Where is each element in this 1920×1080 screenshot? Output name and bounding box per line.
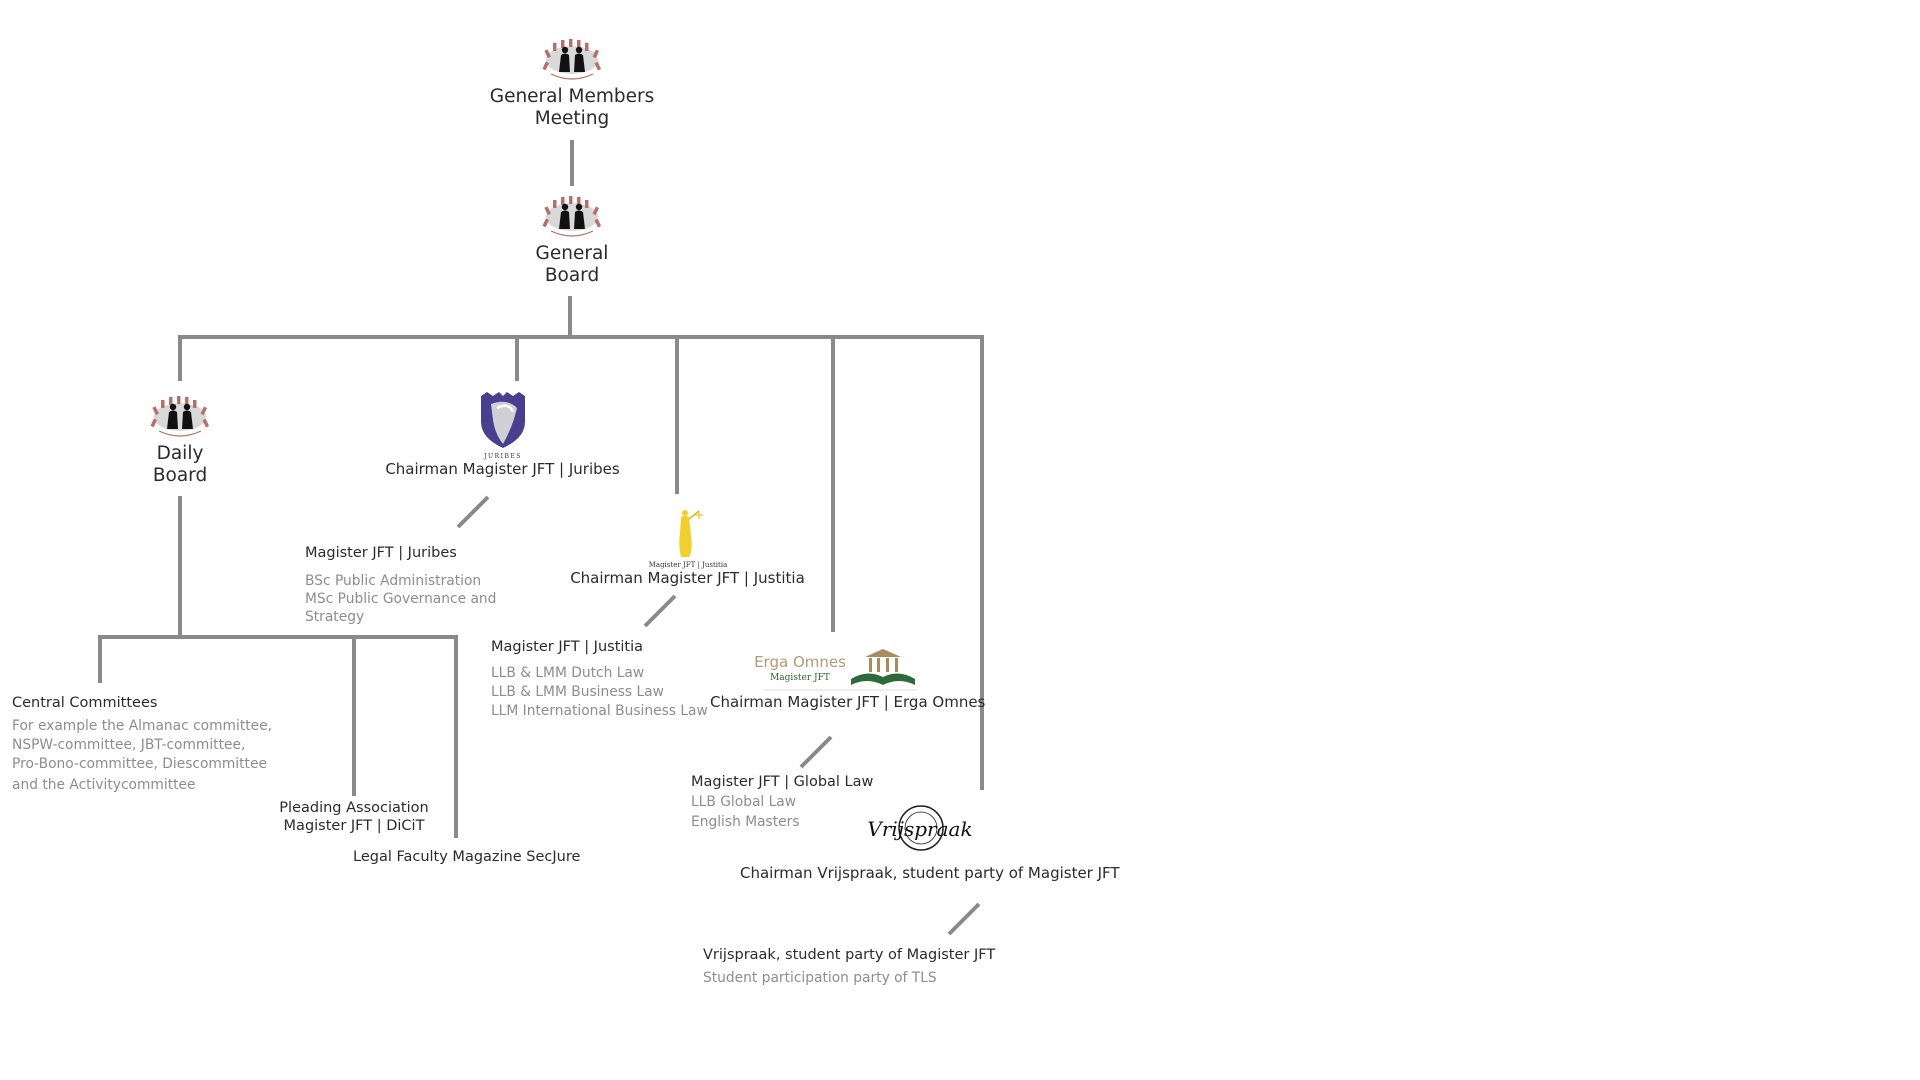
node-title: Magister JFT | Juribes	[305, 545, 457, 561]
magister-jft-logo-icon	[537, 36, 607, 86]
node-title: Legal Faculty Magazine SecJure	[353, 849, 581, 865]
justitia-statue-logo-icon: Magister JFT | Justitia	[648, 510, 727, 569]
node-title-line2: Meeting	[534, 108, 610, 129]
svg-text:JURIBES: JURIBES	[483, 453, 522, 460]
node-title: Central Committees	[12, 695, 158, 711]
svg-text:Magister JFT: Magister JFT	[770, 673, 830, 683]
node-title-line1: Daily	[156, 443, 204, 464]
node-title-line2: Magister JFT | DiCiT	[283, 818, 425, 834]
connector-justitia-diagonal	[643, 594, 677, 628]
program-item: LLM International Business Law	[491, 703, 708, 719]
node-chairman-erga-omnes[interactable]: Erga Omnes Magister JFT Chairman Magiste…	[710, 645, 986, 711]
node-title-line1: General Members	[489, 86, 655, 107]
node-title: Chairman Magister JFT | Juribes	[385, 460, 620, 478]
node-title-line2: Board	[152, 465, 208, 486]
connector-vrijspraak-diagonal	[947, 902, 981, 936]
node-chairman-justitia[interactable]: Magister JFT | Justitia Chairman Magiste…	[570, 505, 805, 587]
connector-juribes-diagonal	[456, 495, 490, 529]
node-pleading-association[interactable]: Pleading Association Magister JFT | DiCi…	[254, 799, 454, 835]
node-title: Chairman Magister JFT | Erga Omnes	[710, 693, 986, 711]
node-daily-board[interactable]: Daily Board	[80, 393, 280, 487]
description-line: For example the Almanac committee,	[12, 718, 272, 734]
node-title: Chairman Magister JFT | Justitia	[570, 569, 805, 587]
svg-text:Vrijspraak: Vrijspraak	[867, 817, 972, 841]
description-line: NSPW-committee, JBT-committee,	[12, 737, 246, 753]
connector-erga-omnes-diagonal	[799, 735, 833, 769]
node-general-members-meeting[interactable]: General Members Meeting	[472, 36, 672, 130]
program-item: BSc Public Administration	[305, 573, 482, 589]
node-title-line2: Board	[544, 265, 600, 286]
erga-omnes-logo-icon: Erga Omnes Magister JFT	[755, 649, 917, 691]
magister-jft-logo-icon	[537, 193, 607, 243]
svg-text:Magister JFT | Justitia: Magister JFT | Justitia	[648, 561, 727, 569]
program-item: Student participation party of TLS	[703, 970, 937, 986]
node-title: Magister JFT | Global Law	[691, 774, 874, 790]
program-item: English Masters	[691, 814, 800, 830]
node-general-board[interactable]: General Board	[472, 193, 672, 287]
node-chairman-juribes[interactable]: JURIBES Chairman Magister JFT | Juribes	[380, 390, 625, 478]
juribes-shield-logo-icon: JURIBES	[480, 392, 525, 460]
description-line: and the Activitycommittee	[12, 777, 196, 793]
program-item: LLB & LMM Dutch Law	[491, 665, 645, 681]
node-chairman-vrijspraak[interactable]: Vrijspraak Chairman Vrijspraak, student …	[740, 800, 1120, 882]
node-title-line1: Pleading Association	[279, 800, 429, 816]
node-title: Magister JFT | Justitia	[491, 639, 644, 655]
node-title: Vrijspraak, student party of Magister JF…	[703, 947, 996, 963]
description-line: Pro-Bono-committee, Diescommittee	[12, 756, 267, 772]
node-title: Chairman Vrijspraak, student party of Ma…	[740, 864, 1120, 882]
program-item: LLB & LMM Business Law	[491, 684, 664, 700]
program-item: MSc Public Governance and	[305, 591, 497, 607]
program-item: LLB Global Law	[691, 794, 797, 810]
node-title-line1: General	[535, 243, 609, 264]
svg-text:Erga Omnes: Erga Omnes	[755, 653, 846, 671]
program-item: Strategy	[305, 609, 365, 625]
magister-jft-logo-icon	[145, 393, 215, 443]
vrijspraak-logo-icon: Vrijspraak	[867, 805, 973, 851]
